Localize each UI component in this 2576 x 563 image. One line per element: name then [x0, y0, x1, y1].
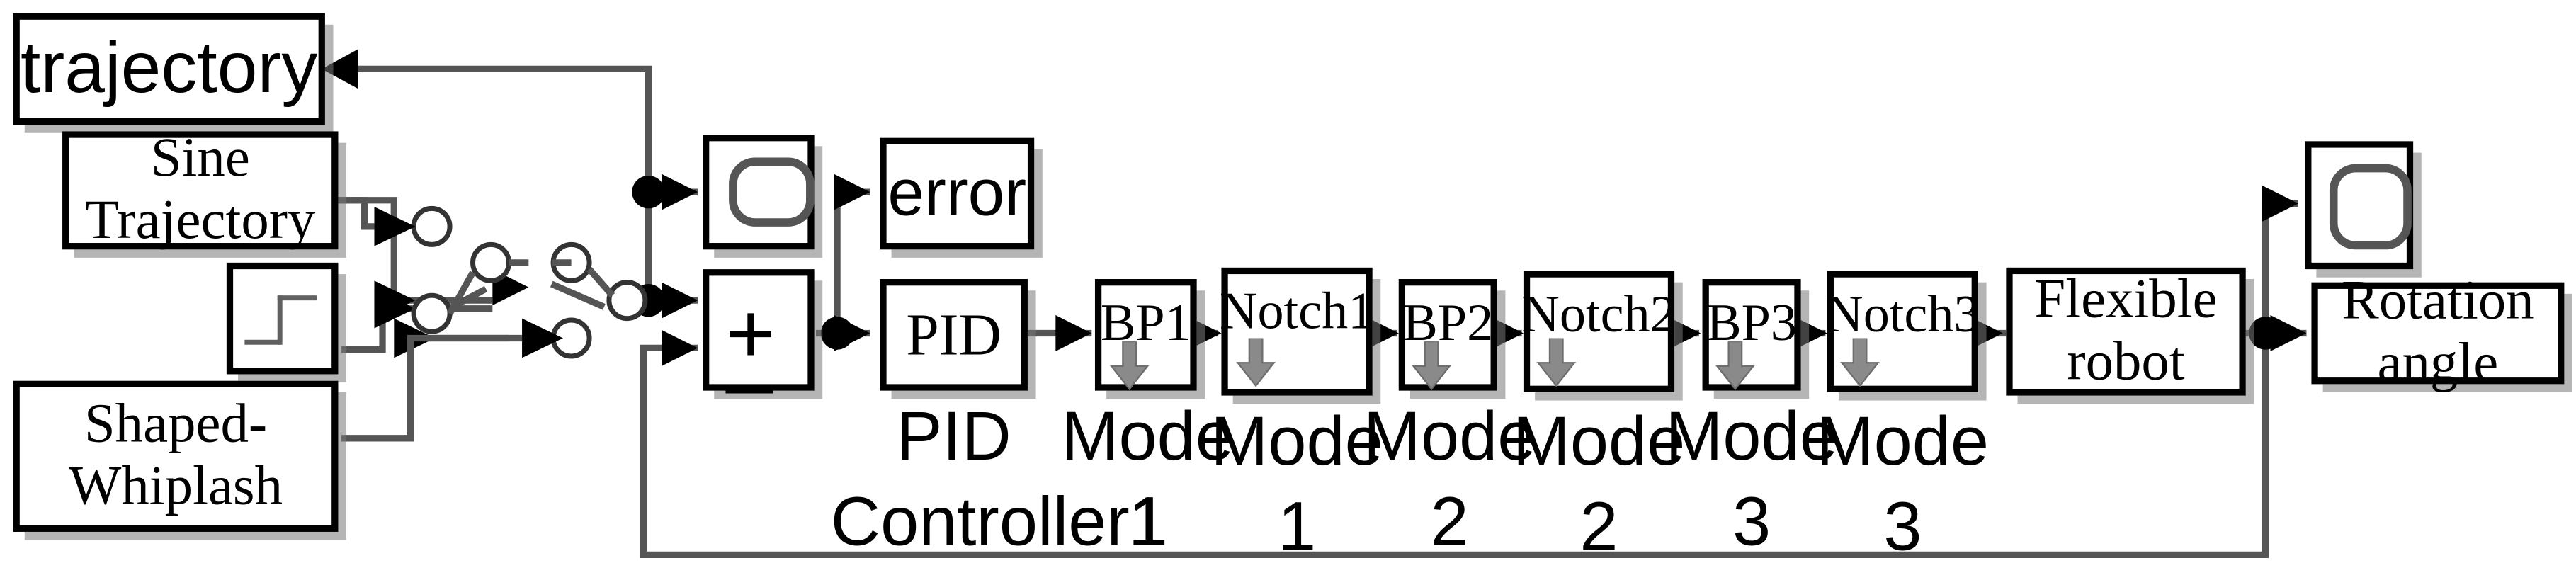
switch-lever-upper: [550, 280, 606, 310]
wire-robot-to-scope: [2262, 200, 2298, 334]
down-arrow-icon: [1715, 341, 1755, 391]
down-arrow-icon: [1536, 338, 1577, 387]
error-display-block[interactable]: error: [880, 137, 1035, 250]
switch-lever-lower: [438, 285, 488, 317]
wire-scope-to-trajectory: [358, 65, 652, 193]
rotation-angle-block[interactable]: Rotation angle: [2311, 271, 2565, 394]
step-icon: [244, 284, 320, 353]
scope-icon: [729, 157, 815, 227]
shaped-whiplash-block[interactable]: Shaped-Whiplash: [13, 380, 339, 532]
switch-terminals: [411, 205, 648, 359]
sum-minus-sign: –: [725, 336, 773, 432]
switch-lever-a: [447, 271, 476, 315]
wire-sum-to-error: [834, 188, 870, 334]
down-arrow-icon: [1412, 341, 1451, 391]
down-arrow-icon: [1236, 338, 1276, 387]
pid-block[interactable]: PID: [880, 279, 1028, 391]
sum-block[interactable]: + –: [703, 269, 815, 427]
wire-whiplash-to-switch: [341, 334, 509, 442]
output-scope-block[interactable]: [2305, 141, 2414, 270]
wire-whiplash-stub: [341, 334, 523, 442]
down-arrow-icon: [1109, 341, 1150, 391]
step-source-block[interactable]: [226, 262, 339, 375]
sine-trajectory-block[interactable]: Sine Trajectory: [62, 128, 339, 251]
input-scope-block[interactable]: [703, 135, 815, 250]
scope-icon: [2329, 164, 2412, 250]
switch-lever-b: [586, 267, 615, 298]
notch3-caption: Mode 3 Notch Filter: [1816, 402, 1990, 563]
wire-step-to-switch: [341, 297, 493, 353]
down-arrow-icon: [1840, 338, 1880, 387]
wire-sine-stub: [336, 197, 375, 230]
flexible-robot-block[interactable]: Flexible robot: [2006, 267, 2246, 396]
pid-caption: PID Controller1: [830, 397, 1168, 560]
trajectory-display-block[interactable]: trajectory: [13, 13, 325, 125]
wire-sine-to-switch: [336, 197, 493, 312]
